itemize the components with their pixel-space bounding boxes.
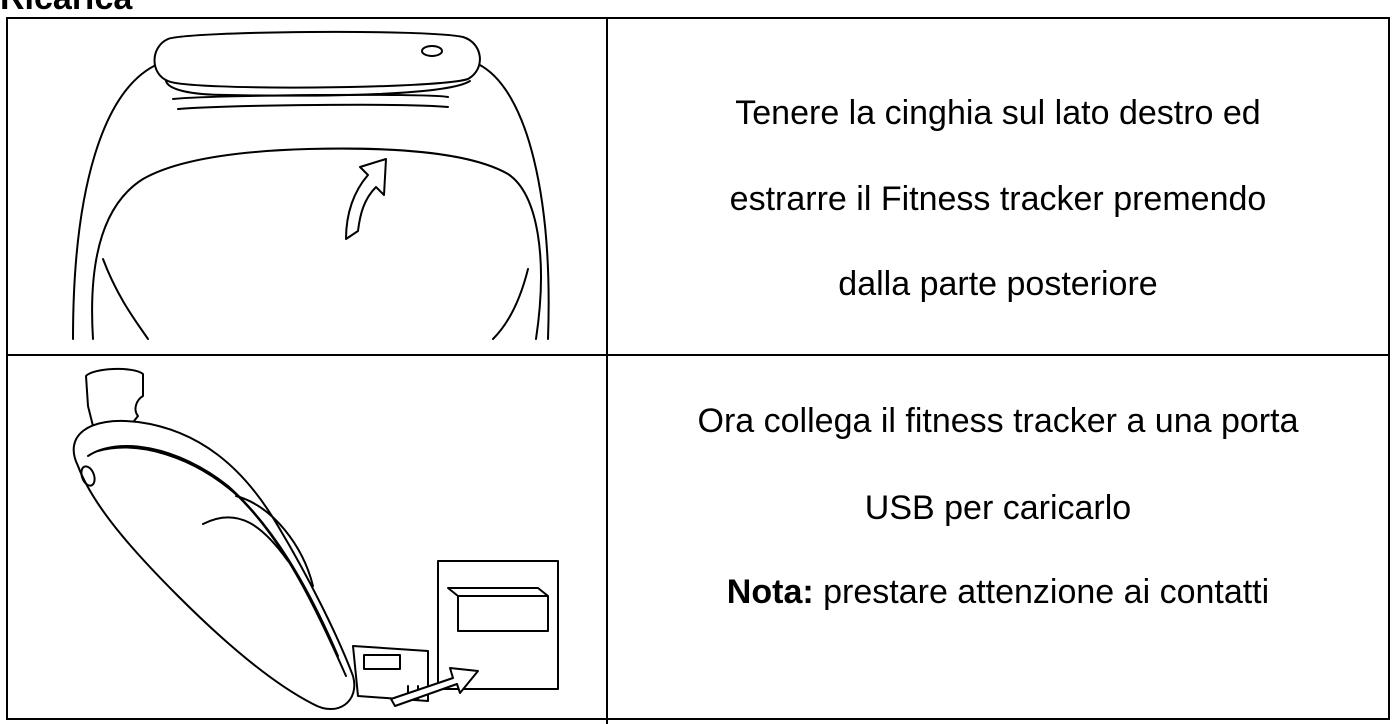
table-column-divider [606,17,608,724]
usb-charging-illustration [8,356,606,724]
usb-charging-drawing [72,368,559,710]
step-2-description: Ora collega il fitness tracker a una por… [608,356,1388,724]
band-removal-drawing [72,30,550,340]
step-2-line: USB per caricarlo [864,489,1132,527]
page-heading: Ricarica [0,0,132,18]
table-row-divider [6,354,1390,356]
step-1-line: Tenere la cinghia sul lato destro ed [735,94,1261,132]
band-removal-illustration [8,19,606,354]
instruction-table [6,17,1390,720]
step-1-description: Tenere la cinghia sul lato destro ed est… [608,19,1388,354]
step-2-note: Nota: prestare attenzione ai contatti [608,572,1388,612]
note-label: Nota: [726,573,814,611]
step-1-line: dalla parte posteriore [838,265,1158,303]
step-2-line: Ora collega il fitness tracker a una por… [697,402,1299,440]
note-text: prestare attenzione ai contatti [813,573,1270,611]
step-1-line: estrarre il Fitness tracker premendo [729,180,1267,218]
